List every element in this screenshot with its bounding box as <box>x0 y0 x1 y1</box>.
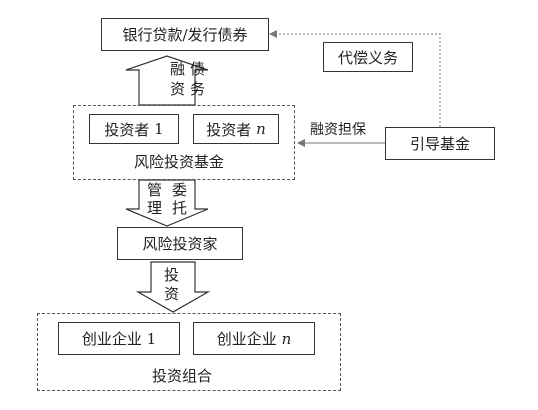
financing-block-arrow <box>125 55 209 106</box>
vc-fund-group <box>73 105 295 180</box>
obligation-label: 代偿义务 <box>337 48 398 67</box>
invest-label-1: 投 <box>164 266 180 284</box>
startup-1-index: 1 <box>146 329 157 348</box>
entrust-label-1: 管 <box>147 181 163 199</box>
investor-1-label: 投资者 <box>104 120 150 139</box>
entrust-label-3: 理 <box>147 199 163 217</box>
startup-n-index: n <box>281 329 292 348</box>
invest-block-arrow <box>135 261 211 313</box>
startup-1-box: 创业企业 1 <box>58 322 180 355</box>
guide-fund-label: 引导基金 <box>409 135 470 153</box>
investor-n-label: 投资者 <box>206 120 252 139</box>
entrust-label-2: 委 <box>172 181 188 199</box>
financing-label-4: 务 <box>190 80 206 98</box>
investor-n-index: n <box>256 120 266 138</box>
venture-capitalist-box: 风险投资家 <box>117 227 243 260</box>
bank-loan-box: 银行贷款/发行债券 <box>101 18 269 51</box>
startup-1-label: 创业企业 <box>81 330 142 348</box>
guarantee-label: 融资担保 <box>310 122 366 138</box>
entrust-block-arrow <box>125 179 209 227</box>
venture-capitalist-label: 风险投资家 <box>142 235 218 253</box>
investor-n-box: 投资者 n <box>193 114 279 144</box>
investor-1-box: 投资者 1 <box>89 114 179 144</box>
financing-label-2: 债 <box>190 60 206 78</box>
investor-1-index: 1 <box>154 120 164 138</box>
financing-label-3: 资 <box>170 80 186 98</box>
vc-fund-label: 风险投资基金 <box>134 153 225 171</box>
portfolio-group <box>37 313 341 391</box>
guide-fund-box: 引导基金 <box>385 127 495 160</box>
startup-n-label: 创业企业 <box>216 330 277 348</box>
financing-label-1: 融 <box>170 60 186 78</box>
entrust-label-4: 托 <box>172 199 188 217</box>
obligation-dotted-arrow <box>269 30 441 127</box>
portfolio-label: 投资组合 <box>152 367 213 385</box>
startup-n-box: 创业企业 n <box>193 322 315 355</box>
obligation-box: 代偿义务 <box>323 42 413 72</box>
invest-label-2: 资 <box>164 285 180 303</box>
bank-loan-label: 银行贷款/发行债券 <box>122 26 248 44</box>
